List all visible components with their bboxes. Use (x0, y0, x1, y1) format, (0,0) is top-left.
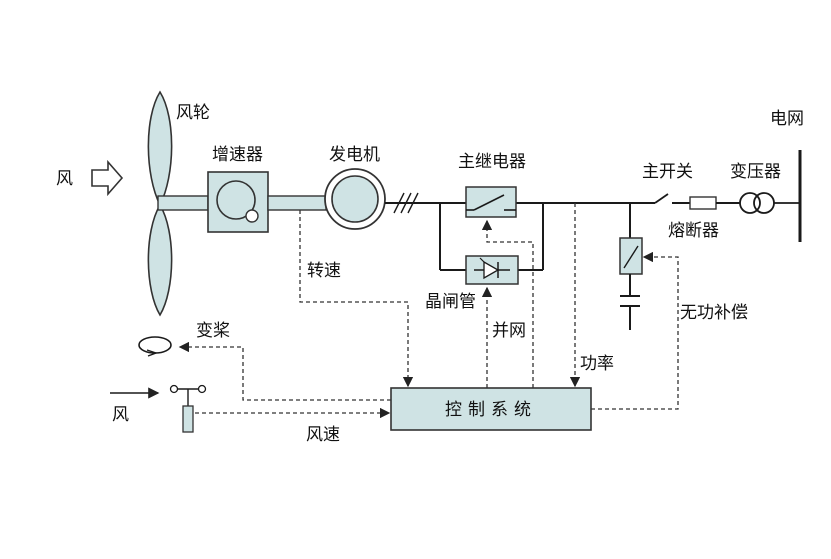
wind-arrow-icon (91, 159, 124, 197)
label-reactive-comp: 无功补偿 (680, 303, 748, 323)
label-main-relay: 主继电器 (458, 152, 526, 172)
transformer (739, 192, 800, 214)
three-phase-mark (393, 192, 419, 214)
label-grid: 电网 (770, 109, 804, 129)
label-generator: 发电机 (329, 145, 380, 165)
label-main-switch: 主开关 (642, 162, 693, 182)
pitch-actuator-icon (138, 336, 172, 357)
rotor-blades (147, 90, 173, 317)
main-switch (654, 193, 690, 204)
signal-lines (178, 203, 679, 419)
label-wind-in: 风 (56, 169, 73, 189)
thyristor (465, 255, 519, 285)
generator (324, 168, 386, 230)
label-thyristor: 晶闸管 (425, 292, 476, 312)
label-wind-speed: 风速 (306, 425, 340, 445)
label-rotor: 风轮 (176, 103, 210, 123)
relay-loop (439, 202, 655, 271)
label-control-system: 控制系统 (445, 400, 537, 420)
label-speed: 转速 (307, 261, 341, 281)
label-fuse: 熔断器 (668, 221, 719, 241)
gearbox (207, 171, 269, 233)
fuse (689, 196, 740, 210)
label-gearbox: 增速器 (212, 145, 263, 165)
reactive-compensation (619, 203, 643, 330)
main-relay (465, 186, 517, 218)
anemometer-icon (169, 384, 207, 433)
label-pitch: 变桨 (196, 321, 230, 341)
generator-shaft (267, 195, 327, 211)
label-transformer: 变压器 (730, 162, 781, 182)
label-wind-sensor: 风 (112, 405, 129, 425)
control-system (390, 387, 592, 431)
label-grid-connect: 并网 (492, 321, 526, 341)
rotor-shaft (157, 195, 209, 211)
label-power: 功率 (580, 354, 614, 374)
